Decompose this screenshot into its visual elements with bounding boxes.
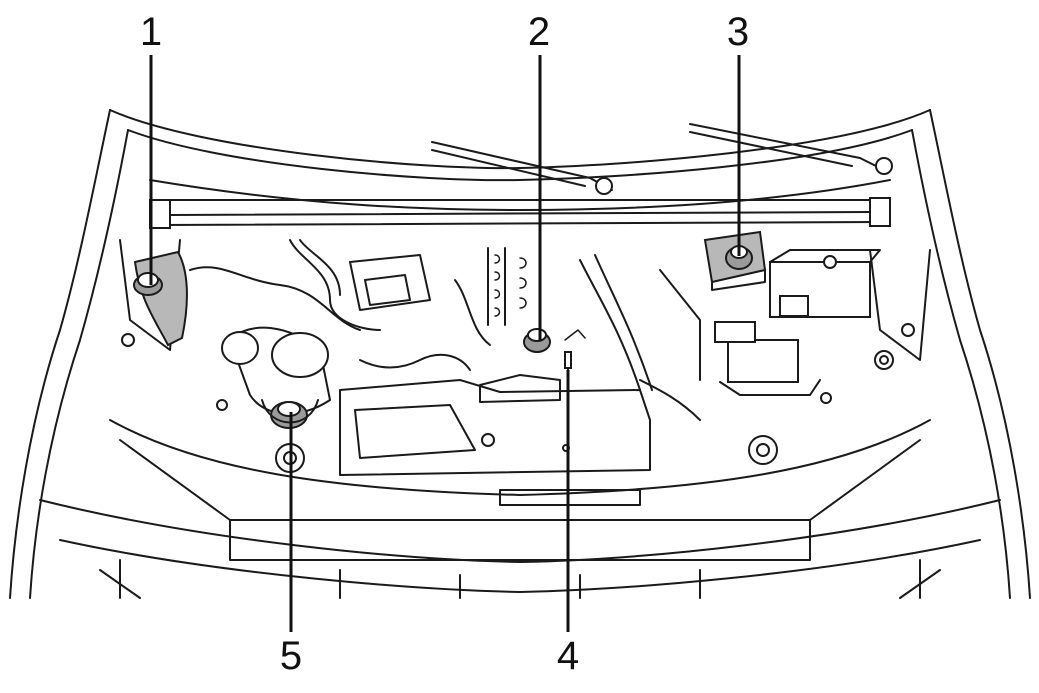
callout-leaders [149, 55, 741, 632]
radiator-support [109, 392, 931, 561]
front-bumper [39, 499, 1001, 599]
washer-fluid-reservoir [703, 230, 767, 291]
intake-hoses [189, 239, 701, 421]
callout-label-3: 3 [726, 10, 750, 54]
wiper-arms [431, 123, 893, 195]
engine-cover [339, 374, 651, 506]
side-panels [119, 239, 931, 370]
cowl-panel [149, 179, 891, 229]
battery [769, 249, 881, 318]
brake-fluid-reservoir [133, 250, 188, 347]
engine-oil-filler [221, 326, 331, 429]
fuse-box [714, 321, 821, 396]
callout-label-5: 5 [279, 634, 303, 678]
callout-label-2: 2 [527, 10, 551, 54]
coolant-reservoir [487, 247, 586, 353]
callout-label-1: 1 [139, 10, 163, 54]
callout-label-4: 4 [556, 634, 580, 678]
car-body-outline [9, 109, 1031, 599]
